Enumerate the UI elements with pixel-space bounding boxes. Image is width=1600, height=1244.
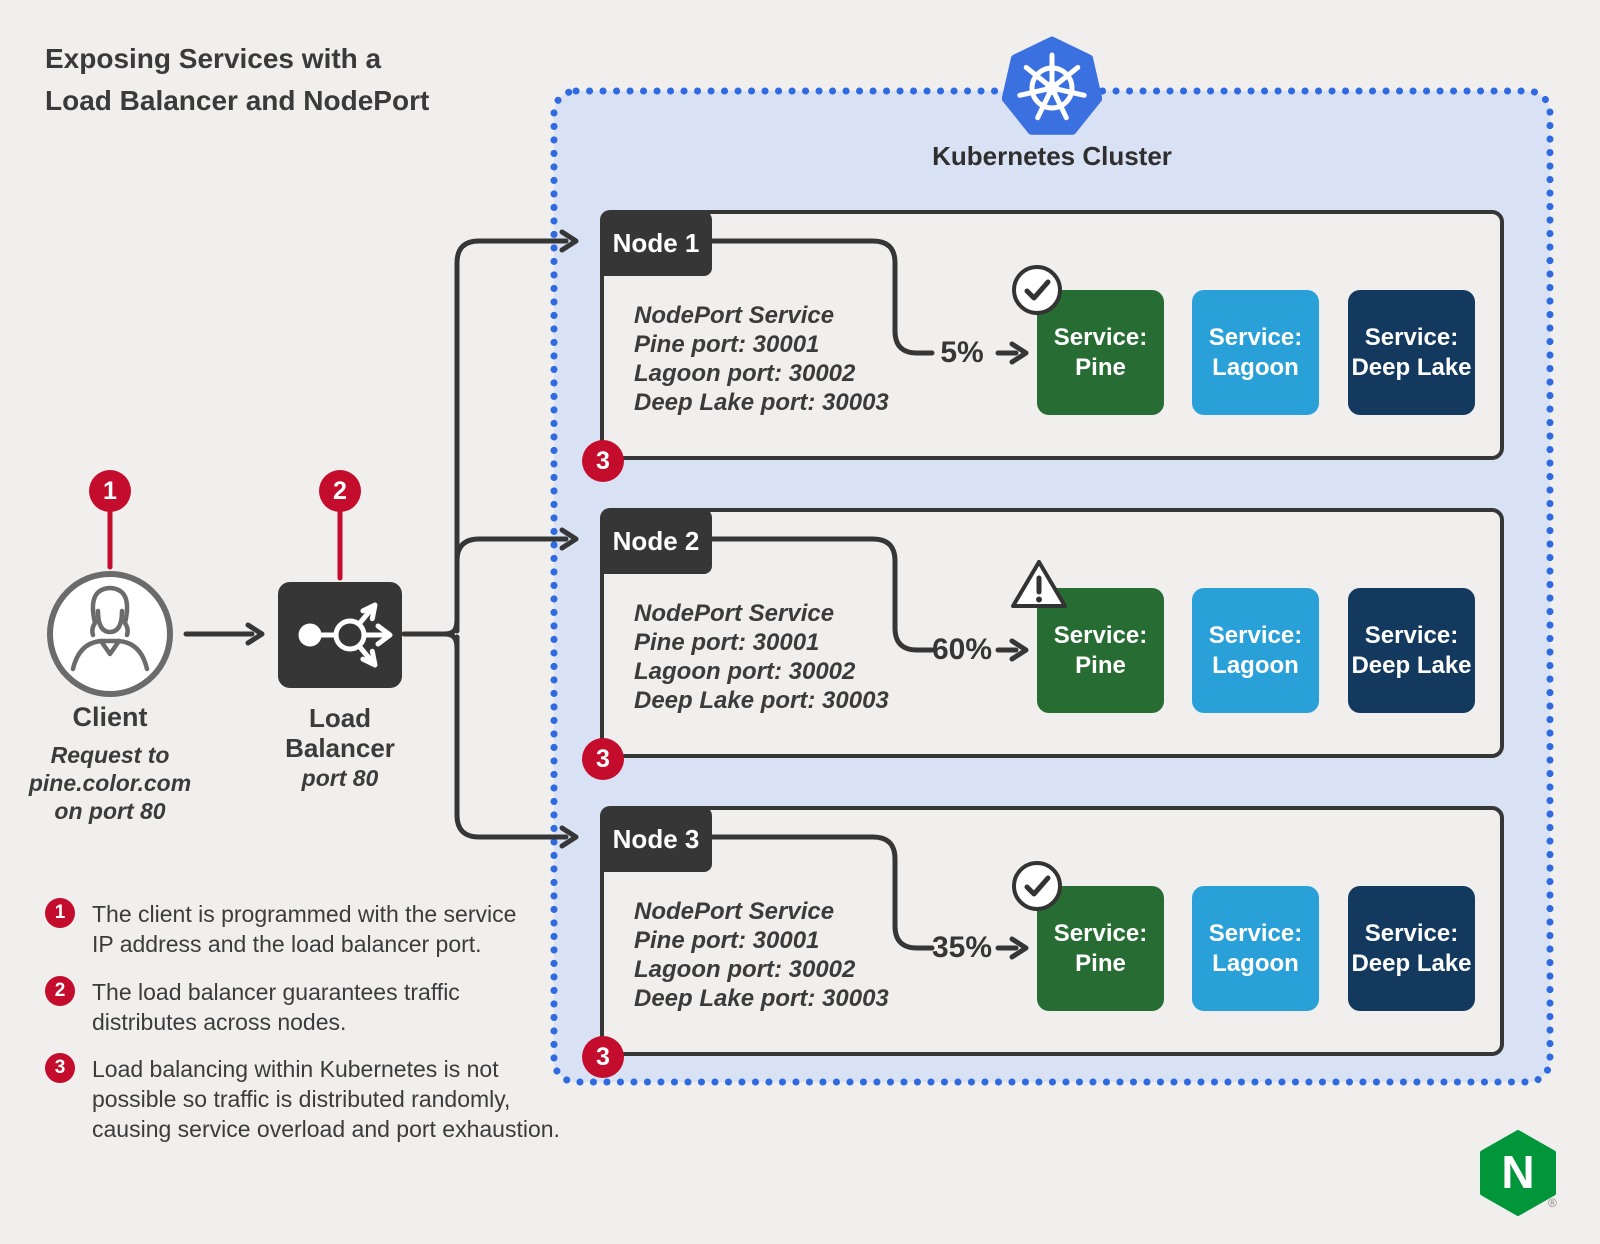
load-balancer-label: Load Balancer [250,703,430,763]
node-3-service-lagoon: Service: Lagoon [1192,886,1319,1011]
node-2-port-line: Lagoon port: 30002 [634,658,856,685]
nginx-brand-letter: N [1501,1146,1534,1198]
node-3-port-line: NodePort Service [634,898,835,925]
node-1-port-line: NodePort Service [634,302,835,329]
service-label: Service: [1364,621,1459,649]
node-3-port-line: Pine port: 30001 [634,927,820,954]
service-label: Pine [1075,949,1126,977]
cluster-title: Kubernetes Cluster [932,141,1172,171]
legend-line: causing service overload and port exhaus… [92,1116,560,1142]
node-2-service-lagoon: Service: Lagoon [1192,588,1319,713]
service-label: Deep Lake [1351,353,1472,381]
service-label: Deep Lake [1351,651,1472,679]
node-2-step-badge: 3 [582,738,624,780]
service-label: Service: [1208,621,1303,649]
node-2-port-line: Pine port: 30001 [634,629,820,656]
service-label: Service: [1364,323,1459,351]
legend-item-3: Load balancing within Kubernetes is not … [92,1054,560,1144]
service-label: Service: [1208,919,1303,947]
legend-line: IP address and the load balancer port. [92,931,482,957]
warning-icon [1011,560,1067,608]
node-1-tab: Node 1 [600,210,712,276]
client-note: Request to pine.color.com on port 80 [5,741,215,825]
legend-step-badge-3: 3 [45,1053,75,1083]
legend-line: The load balancer guarantees traffic [92,979,460,1005]
service-label: Service: [1053,621,1148,649]
nginx-logo-icon: N [1480,1130,1556,1216]
load-balancer-port-note: port 80 [301,765,379,791]
kubernetes-logo-icon [1002,36,1102,135]
registered-trademark-symbol: ® [1548,1196,1557,1210]
node-1-service-pine: Service: Pine [1037,290,1164,415]
client-step-badge: 1 [89,470,131,512]
node-2-traffic-percent: 60% [931,633,993,666]
page-title-line2: Load Balancer and NodePort [45,85,430,116]
legend-step-badge-1: 1 [45,898,75,928]
legend-line: distributes across nodes. [92,1009,347,1035]
node-3-port-line: Lagoon port: 30002 [634,956,856,983]
legend-line: possible so traffic is distributed rando… [92,1086,511,1112]
node-1-port-line: Pine port: 30001 [634,331,820,358]
load-balancer-box [278,582,402,688]
legend-item-2: The load balancer guarantees traffic dis… [92,977,460,1037]
client-note-line: Request to [50,742,170,768]
page-title-line1: Exposing Services with a [45,43,382,74]
node-3-nodeport-text: NodePort Service Pine port: 30001 Lagoon… [634,897,889,1013]
legend-line: The client is programmed with the servic… [92,901,517,927]
node-1-port-line: Deep Lake port: 30003 [634,389,889,416]
node-2-service-deep-lake: Service: Deep Lake [1348,588,1475,713]
client-note-line: on port 80 [54,798,166,824]
legend-step-badge-2: 2 [45,976,75,1006]
check-icon [1012,265,1062,315]
node-3-service-pine: Service: Pine [1037,886,1164,1011]
node-2-nodeport-text: NodePort Service Pine port: 30001 Lagoon… [634,599,889,715]
service-label: Lagoon [1212,949,1299,977]
node-2-port-line: NodePort Service [634,600,835,627]
service-label: Lagoon [1212,353,1299,381]
check-icon [1012,861,1062,911]
node-3-service-deep-lake: Service: Deep Lake [1348,886,1475,1011]
service-label: Pine [1075,651,1126,679]
node-3-traffic-percent: 35% [931,931,993,964]
service-label: Pine [1075,353,1126,381]
page-title: Exposing Services with a Load Balancer a… [45,38,429,122]
client-person-icon [47,571,173,697]
service-label: Service: [1364,919,1459,947]
client-label: Client [72,702,148,732]
node-1-service-lagoon: Service: Lagoon [1192,290,1319,415]
legend-item-1: The client is programmed with the servic… [92,899,516,959]
service-label: Service: [1208,323,1303,351]
node-1-service-deep-lake: Service: Deep Lake [1348,290,1475,415]
node-2-service-pine: Service: Pine [1037,588,1164,713]
service-label: Service: [1053,919,1148,947]
load-balancer-icon [298,602,393,668]
node-3-port-line: Deep Lake port: 30003 [634,985,889,1012]
load-balancer-step-badge: 2 [319,470,361,512]
legend-line: Load balancing within Kubernetes is not [92,1056,499,1082]
node-1-nodeport-text: NodePort Service Pine port: 30001 Lagoon… [634,301,889,417]
node-3-tab: Node 3 [600,806,712,872]
node-1-traffic-percent: 5% [940,336,984,369]
node-1-step-badge: 3 [582,440,624,482]
service-label: Service: [1053,323,1148,351]
load-balancer-label-line: Load [308,703,372,733]
service-label: Lagoon [1212,651,1299,679]
service-label: Deep Lake [1351,949,1472,977]
node-3-step-badge: 3 [582,1036,624,1078]
load-balancer-label-line: Balancer [285,733,395,763]
client-note-line: pine.color.com [28,770,192,796]
node-2-tab: Node 2 [600,508,712,574]
node-1-port-line: Lagoon port: 30002 [634,360,856,387]
node-2-port-line: Deep Lake port: 30003 [634,687,889,714]
